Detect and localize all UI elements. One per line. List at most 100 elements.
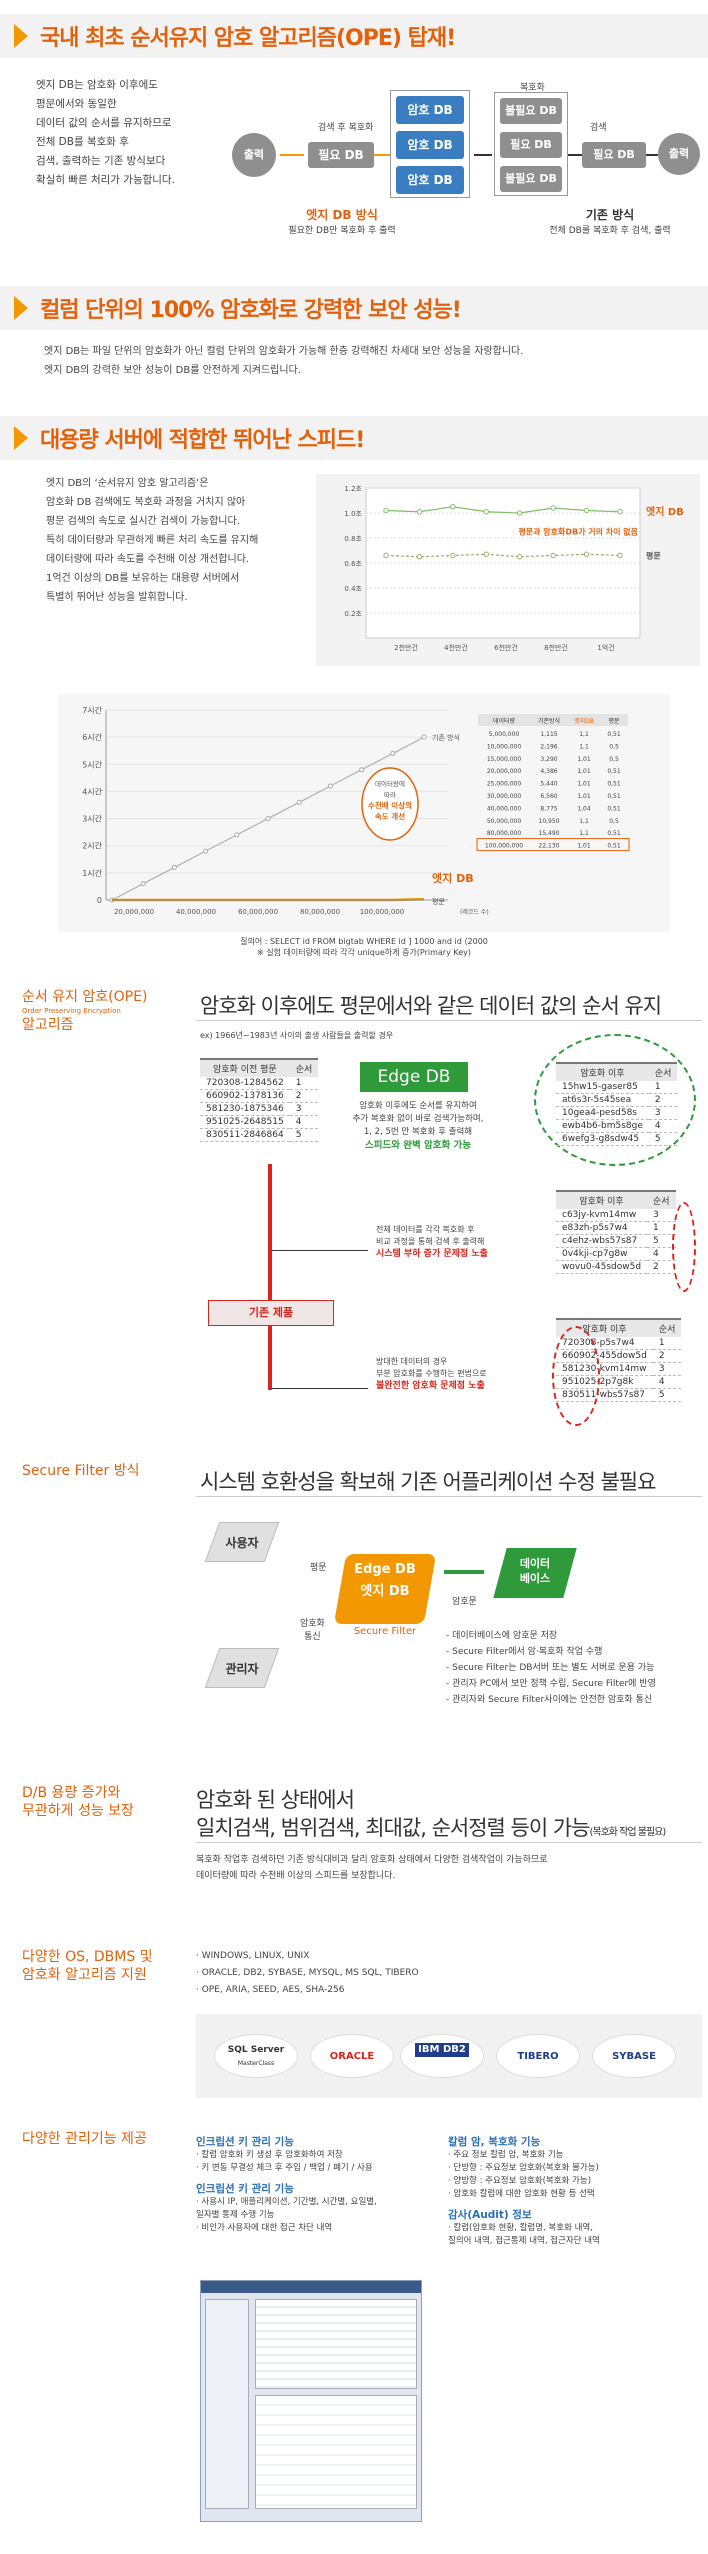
- chart2-series-label: 엣지 DB: [432, 871, 474, 885]
- plain-table-value: 581230-1875346: [206, 1104, 284, 1114]
- chart2-xtick: 80,000,000: [300, 908, 340, 916]
- plain-table-order: 2: [295, 1091, 302, 1101]
- sf-label: Secure Filter 방식: [22, 1463, 140, 1479]
- branch-line-1: [272, 1250, 368, 1251]
- chart2-table-cell: 100,000,000: [485, 843, 523, 850]
- chart1-point: [483, 551, 489, 557]
- secure-filter-label: Secure Filter: [353, 1626, 417, 1637]
- caption-line2: ※ 실험 데이터량에 따라 각각 unique하게 증가(Primary Key…: [257, 948, 471, 957]
- chart2-point: [234, 832, 240, 838]
- old-method-title: 기존 방식: [585, 208, 635, 222]
- plain-table-value: 830511-2846864: [206, 1130, 284, 1140]
- partial-table-order: 2: [658, 1351, 665, 1361]
- enc-db-box-1: 암호 DB: [396, 96, 464, 124]
- chart2-table-cell: 30,000,000: [487, 793, 522, 800]
- chart2-table-cell: 1,1: [579, 731, 589, 738]
- plain-table-value: 720308-1284562: [206, 1078, 284, 1088]
- section2-header: 컬럼 단위의 100% 암호화로 강력한 보안 성능!: [0, 286, 708, 330]
- chart2-table-cell: 22,130: [539, 843, 560, 850]
- plain-table-value: 660902-1378136: [206, 1091, 284, 1101]
- reorder-table-value: c63jy-kvm14mw: [562, 1210, 637, 1220]
- chart2-table-cell: 50,000,000: [487, 818, 522, 825]
- triangle-icon: [14, 426, 28, 450]
- chart1-point: [383, 507, 389, 514]
- chart1-series-label: 평문: [646, 551, 661, 561]
- chart1-point: [517, 510, 523, 516]
- chart1-series-label: 엣지 DB: [646, 505, 684, 518]
- sybase-logo: SYBASE: [592, 2034, 676, 2078]
- chart2-table-header: 데이터량: [493, 717, 516, 725]
- ope-label: 순서 유지 암호(OPE) Order Preserving Encryptio…: [22, 989, 148, 1033]
- mgmt-col1: 인크립션 키 관리 기능 · 칼럼 암호화 키 생성 후 암호화하여 저장· 키…: [196, 2134, 426, 2235]
- partial-table-order: 3: [658, 1364, 665, 1374]
- plain-label: 평문: [310, 1563, 327, 1573]
- red-ring-1: [672, 1202, 696, 1292]
- enc-table-value: 10gea4-pesd58s: [562, 1108, 637, 1118]
- enc-db-box-3: 암호 DB: [396, 166, 464, 194]
- output-circle-left: 출력: [232, 133, 276, 177]
- section1-title: 국내 최초 순서유지 암호 알고리즘(OPE) 탑재!: [40, 26, 456, 51]
- reorder-table-value: wovu0-45sdow5d: [562, 1262, 642, 1272]
- partial-table-order: 1: [658, 1338, 665, 1348]
- enc-table-order: 1: [654, 1082, 661, 1092]
- output-circle-right: 출력: [658, 133, 700, 175]
- chart2-ytick: 2시간: [82, 841, 102, 851]
- chart1-point: [550, 552, 556, 559]
- edge-db-kr: 엣지 DB: [360, 1584, 410, 1599]
- chart2-point: [171, 864, 177, 870]
- chart2-table-cell: 1,115: [540, 731, 557, 738]
- chart2-ytick: 7시간: [82, 705, 102, 715]
- edge-db-en: Edge DB: [354, 1562, 416, 1577]
- chart2-table-cell: 1,01: [577, 843, 591, 850]
- admin-label: 관리자: [225, 1662, 259, 1676]
- chart2-table-cell: 2,196: [540, 743, 557, 750]
- chart2-table-cell: 1,01: [577, 781, 591, 788]
- enc-table-value: 6wefg3-g8sdw45: [562, 1134, 640, 1144]
- chart2-table-cell: 20,000,000: [487, 768, 522, 775]
- chart2-table-cell: 80,000,000: [487, 830, 522, 837]
- chart2-point: [327, 783, 333, 789]
- mgmt-c2-title1: 칼럼 암, 복호화 기능: [448, 2136, 541, 2148]
- need-db-3: 필요 DB: [582, 142, 646, 168]
- chart1-series-line: [385, 506, 621, 514]
- chart1-xtick: 1억건: [597, 643, 614, 652]
- chart2-table-cell: 4,386: [540, 768, 557, 775]
- chart2-table-cell: 0,51: [607, 768, 621, 775]
- chart2-table-cell: 0,51: [607, 731, 621, 738]
- chart1-point: [450, 504, 456, 510]
- divider2: [196, 1496, 702, 1497]
- chart2-table-highlight: [476, 838, 630, 852]
- chart2-table-cell: 15,490: [539, 830, 560, 837]
- section1-header: 국내 최초 순서유지 암호 알고리즘(OPE) 탑재!: [0, 14, 708, 58]
- app-tree: [205, 2299, 249, 2509]
- chart2-series-label: 기존 방식: [432, 733, 460, 742]
- reorder-table-value: 0v4kji-cp7g8w: [562, 1249, 628, 1259]
- plain-table-order: 1: [295, 1078, 302, 1088]
- triangle-icon: [14, 24, 28, 48]
- chart2-table-cell: 0,51: [607, 793, 621, 800]
- ope-headline: 암호화 이후에도 평문에서와 같은 데이터 값의 순서 유지: [200, 994, 662, 1018]
- green-ring: [534, 1034, 696, 1166]
- chart2-bubble-text: 수천배 이상의: [368, 800, 412, 810]
- old-method-desc: 전체 DB를 복호화 후 검색, 출력: [549, 226, 671, 236]
- chart1-xtick: 4천만건: [444, 643, 468, 652]
- chart2-xtick: 100,000,000: [360, 908, 405, 916]
- chart2-table-header-bg: [568, 714, 600, 726]
- enc-db-box-2: 암호 DB: [396, 131, 464, 159]
- section3-title: 대용량 서버에 적합한 뛰어난 스피드!: [40, 428, 365, 453]
- th-order: 순서: [289, 1058, 319, 1077]
- edge-method: 엣지 DB 방식 필요한 DB만 복호화 후 출력: [272, 206, 412, 236]
- th-order3: 순서: [647, 1190, 676, 1209]
- divider: [196, 1020, 702, 1021]
- chart1-xtick: 2천만건: [394, 643, 418, 652]
- chart2-xunit: (레코드 수): [460, 908, 489, 916]
